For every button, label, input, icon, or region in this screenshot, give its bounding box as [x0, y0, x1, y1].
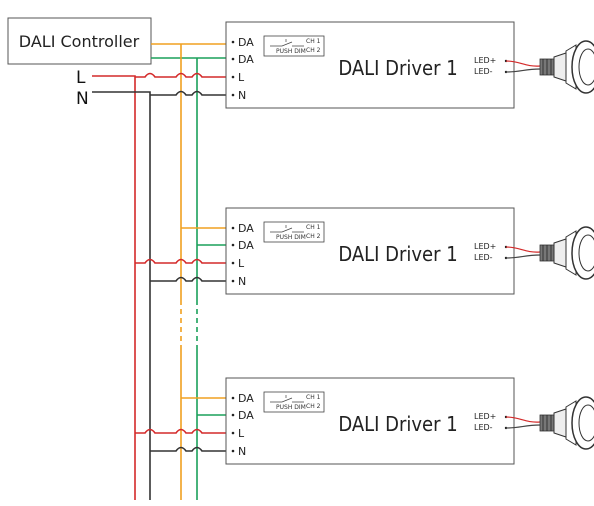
terminal-dot [231, 93, 235, 97]
terminal-label: DA [238, 36, 254, 49]
terminal-dot [231, 243, 235, 247]
terminal-label: DA [238, 53, 254, 66]
led-minus-label: LED- [474, 423, 493, 432]
led-plus-label: LED+ [474, 412, 496, 421]
terminal-dot [231, 226, 235, 230]
driver-name: DALI Driver 1 [338, 412, 457, 436]
terminal-dot [231, 57, 235, 61]
switch-label-ch1: CH 1 [306, 394, 321, 401]
live-feed [135, 72, 226, 78]
led-plus-label: LED+ [474, 242, 496, 251]
switch-label-ch2: CH 2 [306, 47, 321, 54]
led-minus-wire [505, 68, 541, 73]
led-plus-label: LED+ [474, 56, 496, 65]
switch-label-push-dim: PUSH DIM [276, 234, 306, 241]
neutral-bus [92, 91, 151, 500]
terminal-dot [231, 413, 235, 417]
downlight-lamp-icon [539, 226, 594, 280]
live-label: L [76, 68, 86, 88]
terminal-dot [231, 279, 235, 283]
switch-label-push-dim: PUSH DIM [276, 404, 306, 411]
terminal-label: L [238, 427, 245, 440]
terminal-label: DA [238, 222, 254, 235]
driver-name: DALI Driver 1 [338, 242, 457, 266]
terminal-label: DA [238, 392, 254, 405]
terminal-label: L [238, 257, 245, 270]
terminal-label: N [238, 89, 246, 102]
led-minus-label: LED- [474, 67, 493, 76]
dali-controller-box [7, 17, 152, 65]
switch-label-ch1: CH 1 [306, 224, 321, 231]
terminal-label: N [238, 445, 246, 458]
led-plus-wire [505, 60, 541, 67]
switch-label-push-dim: PUSH DIM [276, 48, 306, 55]
live-bus [92, 75, 136, 500]
neutral-feed [150, 276, 226, 282]
switch-label-ch1: CH 1 [306, 38, 321, 45]
led-plus-wire [505, 246, 541, 253]
terminal-dot [231, 449, 235, 453]
terminal-dot [231, 396, 235, 400]
switch-label-ch2: CH 2 [306, 233, 321, 240]
led-minus-wire [505, 424, 541, 429]
neutral-feed [150, 90, 226, 96]
driver-name: DALI Driver 1 [338, 56, 457, 80]
terminal-label: DA [238, 239, 254, 252]
terminal-dot [231, 40, 235, 44]
terminal-dot [231, 431, 235, 435]
terminal-dot [231, 261, 235, 265]
led-minus-label: LED- [474, 253, 493, 262]
live-feed [135, 428, 226, 434]
neutral-feed [150, 446, 226, 452]
terminal-label: L [238, 71, 245, 84]
switch-label-ch2: CH 2 [306, 403, 321, 410]
terminal-label: DA [238, 409, 254, 422]
downlight-lamp-icon [539, 40, 594, 94]
terminal-label: N [238, 275, 246, 288]
downlight-lamp-icon [539, 396, 594, 450]
dali-controller-label: DALI Controller [19, 32, 140, 51]
live-feed [135, 258, 226, 264]
neutral-label: N [76, 89, 89, 109]
wiring [92, 43, 226, 500]
terminal-dot [231, 75, 235, 79]
led-minus-wire [505, 254, 541, 259]
led-plus-wire [505, 416, 541, 423]
